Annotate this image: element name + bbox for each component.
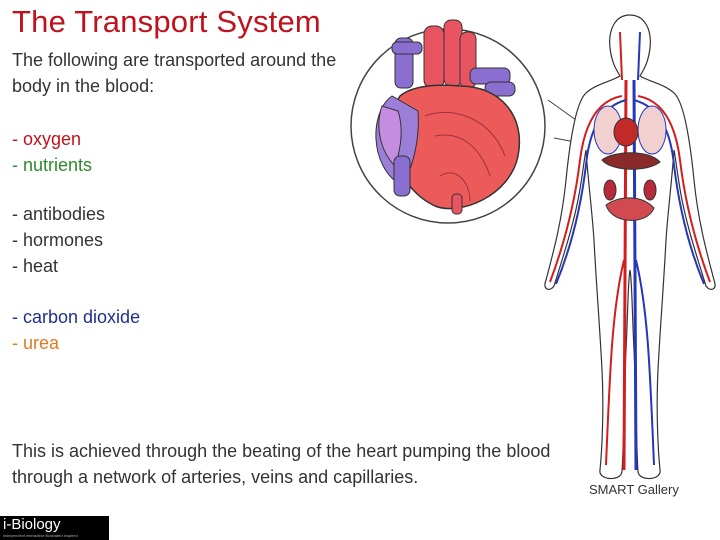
intro-text: The following are transported around the… [12, 50, 337, 96]
brand-tagline: independent interactive illustrated insp… [3, 533, 78, 538]
heart-illustration [350, 19, 546, 224]
slide-title: The Transport System [12, 4, 321, 39]
substance-list-other: - antibodies - hormones - heat [12, 201, 105, 279]
list-item: - oxygen [12, 129, 82, 149]
image-credit: SMART Gallery [589, 482, 679, 497]
list-item: - urea [12, 333, 60, 353]
list-item: - antibodies [12, 204, 106, 224]
list-item: - carbon dioxide [12, 307, 141, 327]
summary-text: This is achieved through the beating of … [12, 441, 551, 487]
brand-name: i-Biology [3, 516, 61, 533]
circulatory-system-illustration [544, 14, 716, 480]
list-item: - heat [12, 256, 59, 276]
brand-logo: i-Biology independent interactive illust… [0, 516, 109, 540]
substance-list-gases-nutrients: - oxygen - nutrients [12, 126, 92, 178]
substance-list-waste: - carbon dioxide - urea [12, 304, 140, 356]
list-item: - hormones [12, 230, 104, 250]
list-item: - nutrients [12, 155, 93, 175]
